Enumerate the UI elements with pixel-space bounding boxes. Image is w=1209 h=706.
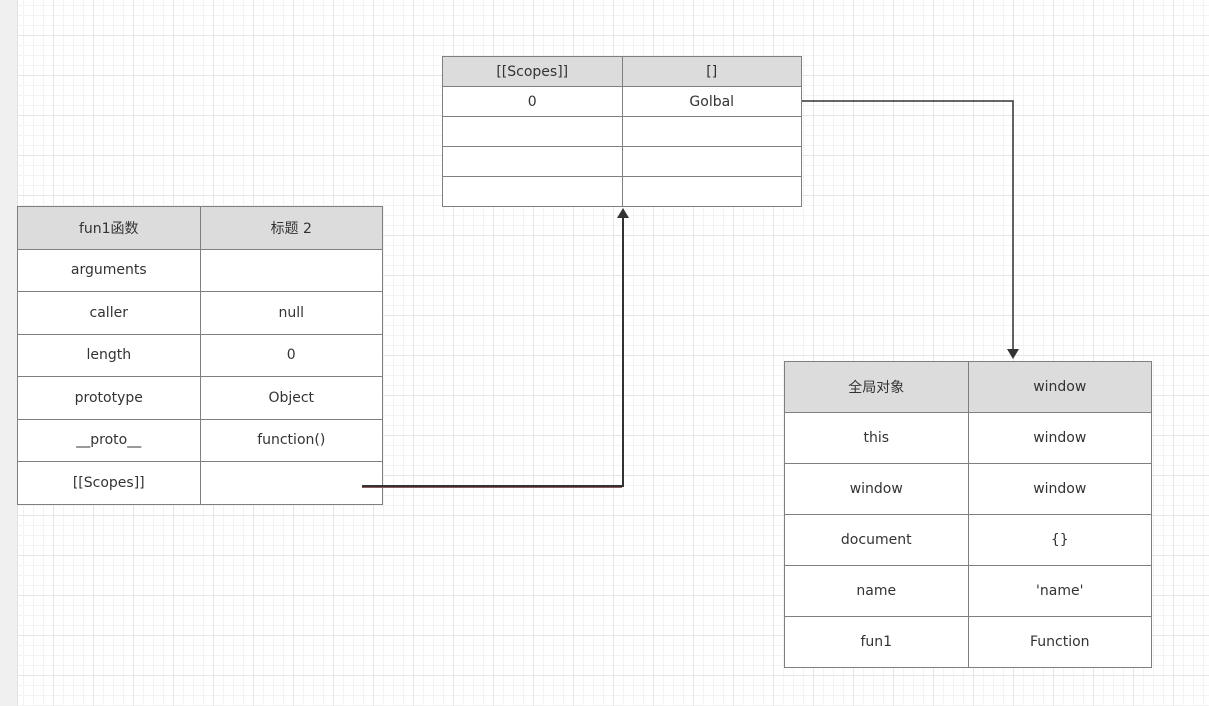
table-cell[interactable] — [442, 116, 623, 147]
table-row — [442, 116, 802, 147]
table-row: caller null — [17, 291, 383, 335]
table-row: __proto__ function() — [17, 418, 383, 462]
header-cell[interactable]: [[Scopes]] — [442, 56, 623, 87]
table-row: [[Scopes]] — [17, 461, 383, 505]
table-cell[interactable]: {} — [967, 514, 1152, 566]
table-cell[interactable] — [621, 116, 802, 147]
table-header-row: [[Scopes]] [] — [442, 56, 802, 87]
table-row: 0 Golbal — [442, 86, 802, 117]
table-header-row: fun1函数 标题 2 — [17, 206, 383, 250]
table-cell[interactable]: [[Scopes]] — [17, 461, 201, 505]
header-cell[interactable]: 全局对象 — [784, 361, 969, 413]
table-cell[interactable]: window — [967, 412, 1152, 464]
table-row: fun1 Function — [784, 616, 1152, 668]
table-cell[interactable] — [199, 248, 383, 292]
table-cell[interactable]: name — [784, 565, 969, 617]
table-cell[interactable]: Golbal — [621, 86, 802, 117]
table-cell[interactable]: 'name' — [967, 565, 1152, 617]
table-cell[interactable]: Object — [199, 376, 383, 420]
fun1-function-table[interactable]: fun1函数 标题 2 arguments caller null length… — [17, 206, 383, 505]
table-cell[interactable]: 0 — [442, 86, 623, 117]
table-cell[interactable]: document — [784, 514, 969, 566]
table-cell[interactable] — [442, 146, 623, 177]
scopes-table[interactable]: [[Scopes]] [] 0 Golbal — [442, 56, 802, 207]
table-cell[interactable] — [442, 176, 623, 207]
table-row — [442, 176, 802, 207]
table-cell[interactable]: caller — [17, 291, 201, 335]
left-panel-edge — [0, 0, 18, 706]
table-row: prototype Object — [17, 376, 383, 420]
header-cell[interactable]: [] — [621, 56, 802, 87]
global-object-table[interactable]: 全局对象 window this window window window do… — [784, 361, 1152, 668]
table-cell[interactable]: length — [17, 333, 201, 377]
table-row: this window — [784, 412, 1152, 464]
table-cell[interactable]: __proto__ — [17, 418, 201, 462]
table-cell[interactable]: arguments — [17, 248, 201, 292]
table-cell[interactable]: null — [199, 291, 383, 335]
table-row: length 0 — [17, 333, 383, 377]
header-cell[interactable]: 标题 2 — [199, 206, 383, 250]
table-row: arguments — [17, 248, 383, 292]
table-cell[interactable]: window — [784, 463, 969, 515]
table-row: name 'name' — [784, 565, 1152, 617]
table-cell[interactable]: 0 — [199, 333, 383, 377]
table-cell[interactable]: this — [784, 412, 969, 464]
table-cell[interactable]: Function — [967, 616, 1152, 668]
table-row: document {} — [784, 514, 1152, 566]
table-cell[interactable]: prototype — [17, 376, 201, 420]
table-cell[interactable]: fun1 — [784, 616, 969, 668]
table-row — [442, 146, 802, 177]
table-cell[interactable] — [621, 146, 802, 177]
table-cell[interactable] — [621, 176, 802, 207]
table-row: window window — [784, 463, 1152, 515]
table-cell[interactable]: window — [967, 463, 1152, 515]
table-cell[interactable]: function() — [199, 418, 383, 462]
table-header-row: 全局对象 window — [784, 361, 1152, 413]
table-cell[interactable] — [199, 461, 383, 505]
header-cell[interactable]: window — [967, 361, 1152, 413]
header-cell[interactable]: fun1函数 — [17, 206, 201, 250]
